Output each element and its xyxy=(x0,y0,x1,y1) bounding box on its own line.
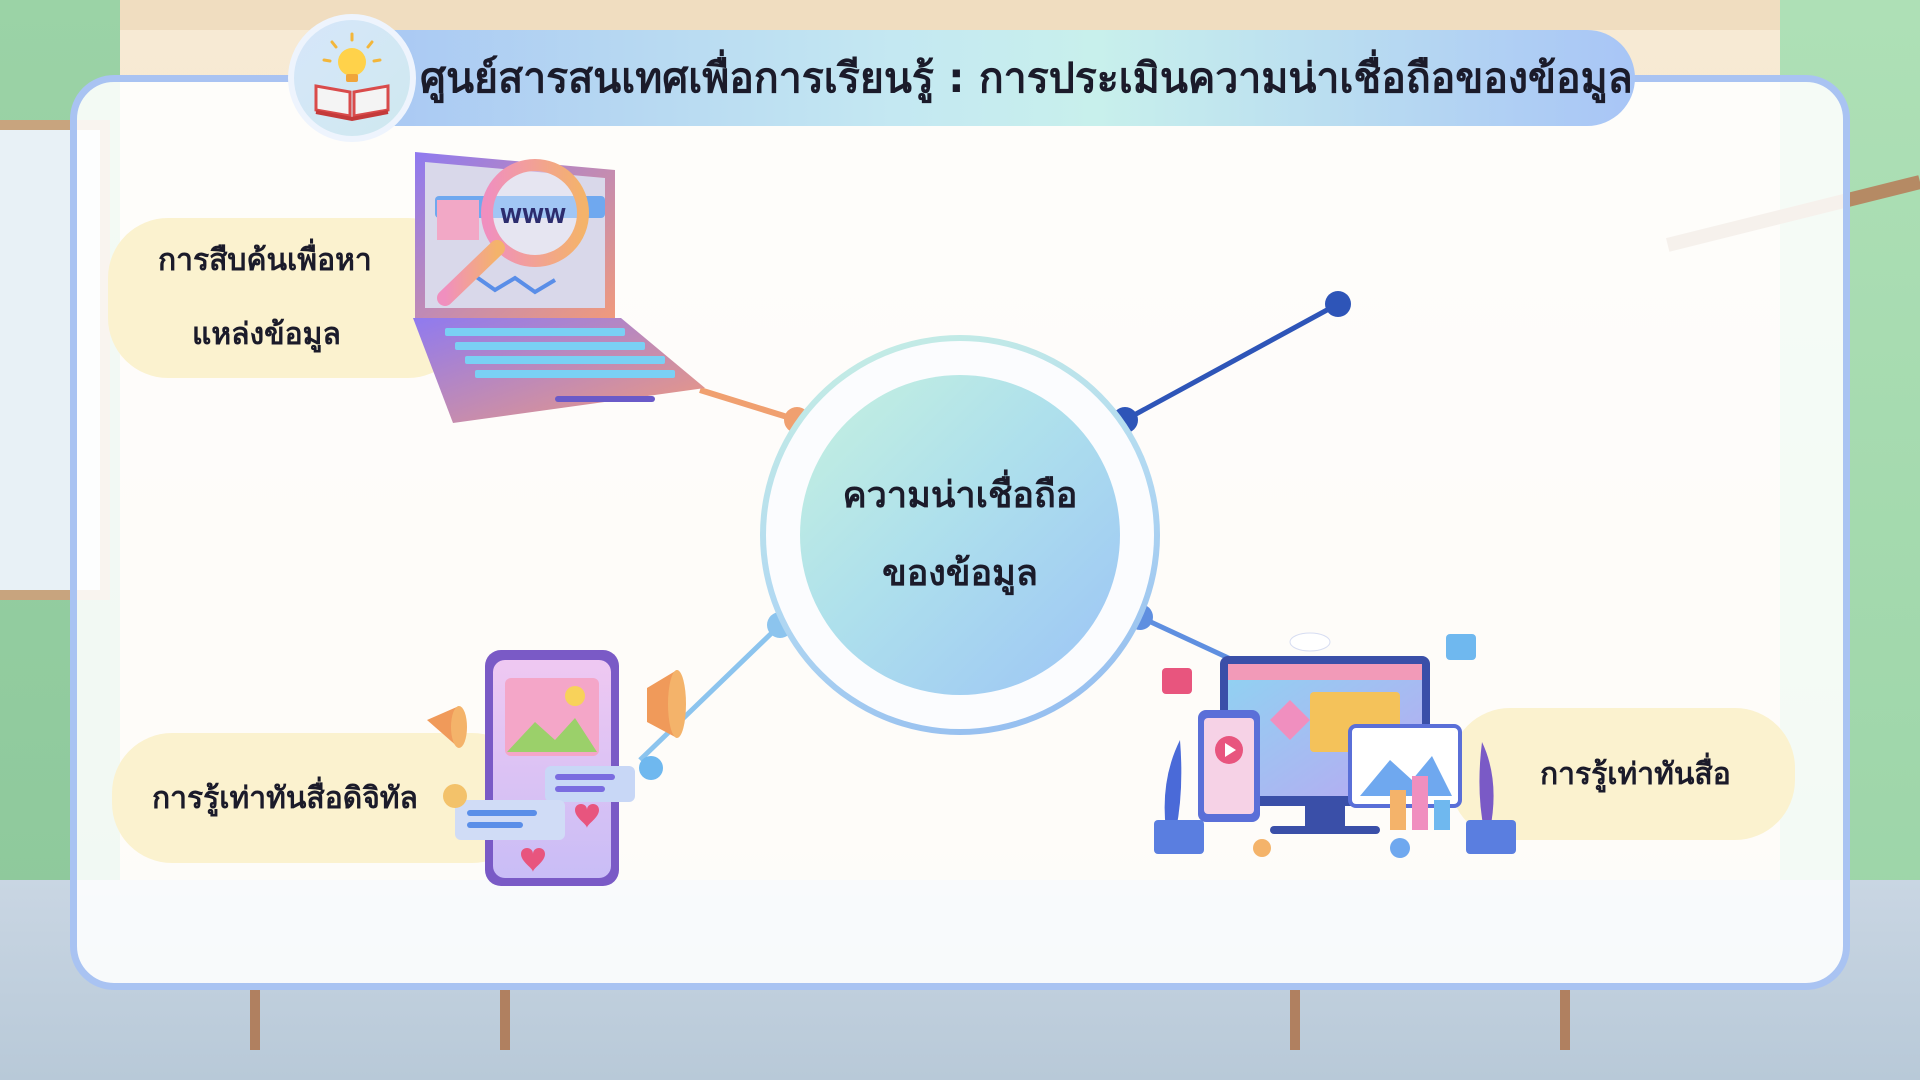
background-table-leg xyxy=(500,990,510,1050)
topic-media-literacy-label: การรู้เท่าทันสื่อ xyxy=(1540,756,1731,792)
smartphone-social-media-icon xyxy=(427,650,686,886)
page-title: ศูนย์สารสนเทศเพื่อการเรียนรู้ : การประเม… xyxy=(420,54,1633,102)
topic-media-literacy[interactable]: การรู้เท่าทันสื่อ xyxy=(1450,708,1795,840)
logo-badge xyxy=(288,14,416,142)
topic-information-search-line2: แหล่งข้อมูล xyxy=(192,317,341,352)
background-table-leg xyxy=(1290,990,1300,1050)
svg-text:WWW: WWW xyxy=(500,204,566,228)
background-table-leg xyxy=(250,990,260,1050)
book-lightbulb-icon xyxy=(314,32,390,122)
hub-label-line2: ของข้อมูล xyxy=(882,553,1038,594)
background-ceiling xyxy=(0,0,1920,30)
topic-information-search-line1: การสืบค้นเพื่อหา xyxy=(158,243,372,278)
central-hub[interactable]: ความน่าเชื่อถือ ของข้อมูล xyxy=(800,375,1120,695)
title-banner: ศูนย์สารสนเทศเพื่อการเรียนรู้ : การประเม… xyxy=(290,30,1635,126)
background-table-leg xyxy=(1560,990,1570,1050)
hub-label-line1: ความน่าเชื่อถือ xyxy=(842,475,1078,516)
desktop-media-icon xyxy=(1154,632,1516,858)
topic-information-search[interactable]: การสืบค้นเพื่อหา แหล่งข้อมูล xyxy=(108,218,468,378)
topic-digital-media-literacy-label: การรู้เท่าทันสื่อดิจิทัล xyxy=(152,780,418,816)
laptop-magnifier-icon: WWW xyxy=(413,152,705,423)
